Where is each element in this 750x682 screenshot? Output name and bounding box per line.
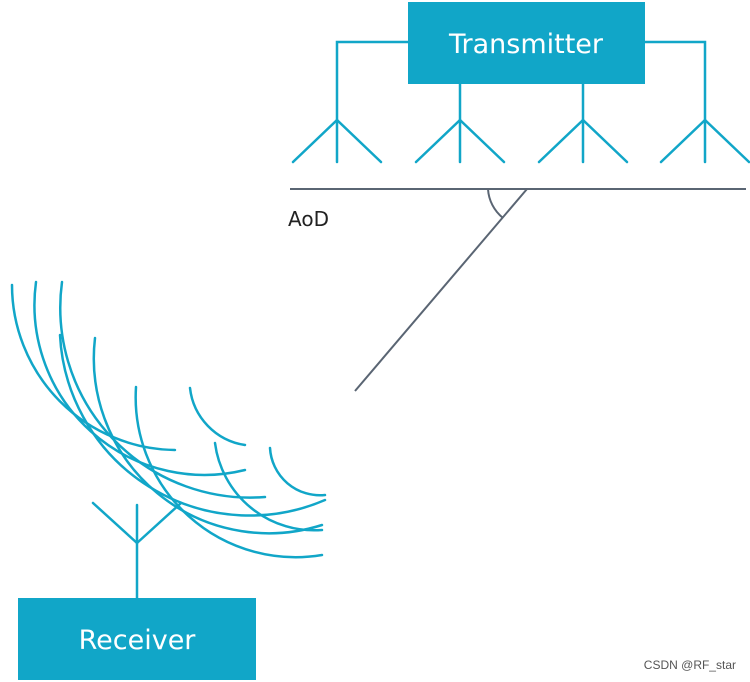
- transmitter-antenna-3: [537, 118, 629, 164]
- angle-label: AoD: [288, 207, 329, 231]
- wavefront-arc: [268, 446, 327, 497]
- wavefront-arc: [134, 385, 324, 559]
- wavefront-arc: [213, 441, 324, 532]
- wavefronts: [10, 280, 327, 559]
- wavefront-arc: [10, 283, 177, 452]
- transmitter-antenna-1: [291, 118, 383, 164]
- wavefront-arc: [59, 280, 267, 499]
- transmitter-label: Transmitter: [448, 29, 604, 60]
- watermark-text: CSDN @RF_star: [643, 658, 736, 672]
- receiver-antenna: [91, 501, 183, 600]
- departure-ray: [354, 188, 528, 392]
- transmitter-antenna-2: [414, 118, 506, 164]
- transmitter-feed-lines: [335, 40, 707, 122]
- wavefront-arc: [188, 386, 247, 447]
- transmitter-box: Transmitter: [408, 2, 645, 84]
- receiver-label: Receiver: [79, 625, 197, 656]
- angle-arc: [487, 188, 504, 219]
- wavefront-arc: [92, 336, 324, 535]
- receiver-box: Receiver: [18, 598, 256, 680]
- transmitter-antenna-4: [659, 118, 750, 164]
